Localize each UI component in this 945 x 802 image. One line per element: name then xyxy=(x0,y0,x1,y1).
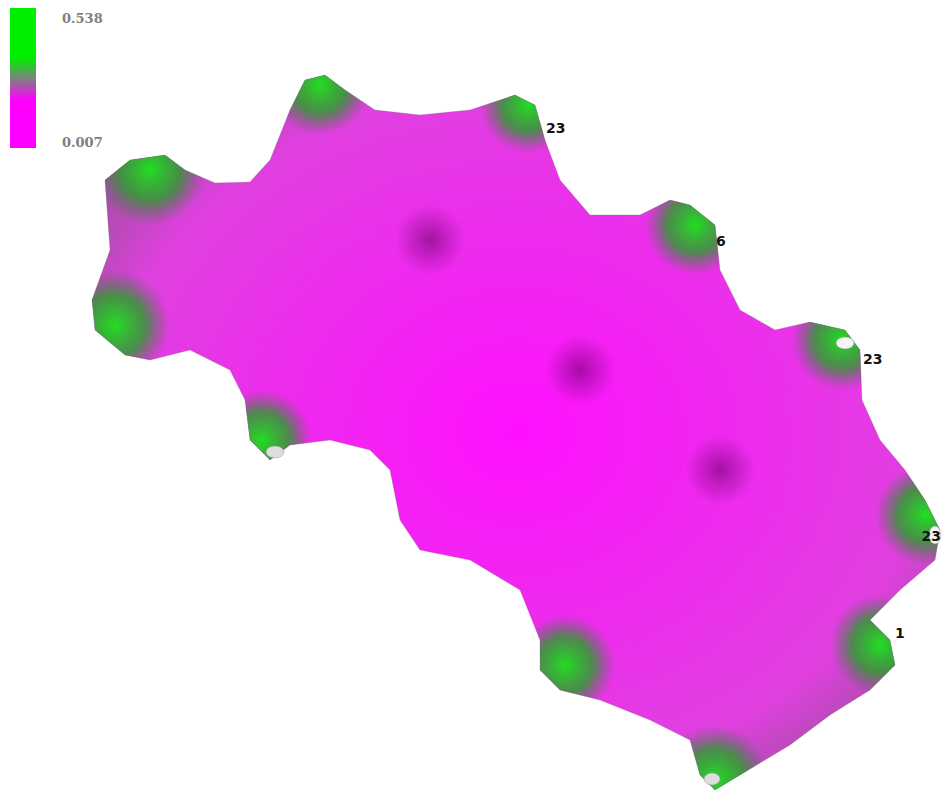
atom-label: 1 xyxy=(895,626,905,640)
atom-label: 6 xyxy=(716,234,726,248)
scale-swatch xyxy=(10,8,36,58)
scale-value: 0.538 xyxy=(62,12,103,25)
atom-label: 23 xyxy=(863,352,882,366)
scale-swatch xyxy=(10,100,36,148)
scale-value: 0.007 xyxy=(62,136,103,149)
atom-label: 23 xyxy=(546,121,565,135)
atom-label: 23 xyxy=(922,529,941,543)
